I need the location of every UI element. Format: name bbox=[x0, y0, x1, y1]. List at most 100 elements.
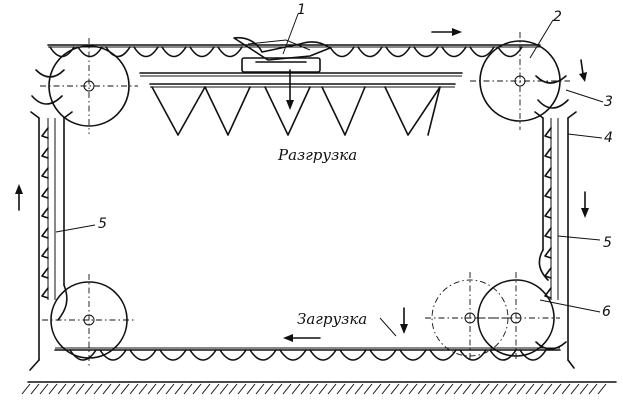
callout-6: 6 bbox=[602, 304, 611, 320]
ground-hatch bbox=[426, 383, 436, 395]
bucket bbox=[189, 349, 217, 361]
bucket bbox=[189, 46, 215, 58]
ground-hatch bbox=[534, 383, 544, 395]
ground-hatch bbox=[372, 383, 382, 395]
bucket bbox=[544, 147, 552, 159]
ground-hatch bbox=[138, 383, 148, 395]
bucket bbox=[41, 267, 49, 279]
bucket bbox=[544, 127, 552, 139]
bucket bbox=[105, 46, 131, 58]
ground-hatch bbox=[453, 383, 463, 395]
right-buckets bbox=[535, 75, 569, 350]
ground-hatch bbox=[552, 383, 562, 395]
bucket bbox=[41, 247, 49, 259]
bucket bbox=[77, 46, 103, 58]
sprocket-top-left bbox=[40, 38, 138, 134]
ground-hatch bbox=[498, 383, 508, 395]
ground-hatch bbox=[66, 383, 76, 395]
sprocket-bottom-right bbox=[475, 272, 560, 362]
bucket bbox=[279, 349, 307, 361]
ground-hatch bbox=[579, 383, 589, 395]
bucket bbox=[339, 349, 367, 361]
ground-hatch bbox=[273, 383, 283, 395]
ground-hatch bbox=[264, 383, 274, 395]
ground-hatch bbox=[291, 383, 301, 395]
callout-5-right: 5 bbox=[603, 235, 612, 251]
ground-hatch bbox=[471, 383, 481, 395]
ground-hatch bbox=[165, 383, 175, 395]
bucket bbox=[41, 167, 49, 179]
bucket bbox=[441, 46, 467, 58]
unloading-label: Разгрузка bbox=[277, 146, 357, 164]
tipping-carriage bbox=[233, 36, 331, 73]
bucket bbox=[535, 341, 567, 350]
bucket bbox=[129, 349, 157, 361]
ground-hatch bbox=[219, 383, 229, 395]
ground-hatch bbox=[561, 383, 571, 395]
bottom-chain bbox=[54, 347, 561, 351]
arrow-unloading-down bbox=[286, 69, 294, 110]
ground-hatch bbox=[129, 383, 139, 395]
ground-hatch bbox=[21, 383, 31, 395]
ground-hatch bbox=[435, 383, 445, 395]
bucket bbox=[49, 46, 75, 58]
sprocket-top-right bbox=[470, 32, 570, 130]
bucket bbox=[41, 227, 49, 239]
bucket bbox=[69, 349, 97, 361]
bucket bbox=[413, 46, 439, 58]
bucket bbox=[544, 167, 552, 179]
arrow-right-top bbox=[579, 59, 587, 82]
bucket bbox=[41, 127, 49, 139]
bucket bbox=[309, 349, 337, 361]
bucket bbox=[31, 95, 63, 105]
ground-hatch bbox=[345, 383, 355, 395]
bottom-buckets bbox=[69, 349, 547, 361]
ground-hatch bbox=[408, 383, 418, 395]
arrow-loading-down bbox=[400, 307, 408, 334]
bucket bbox=[535, 75, 567, 84]
bucket bbox=[219, 349, 247, 361]
ground-hatch bbox=[489, 383, 499, 395]
ground-hatch bbox=[210, 383, 220, 395]
bucket bbox=[399, 349, 427, 361]
ground-hatch bbox=[597, 383, 607, 395]
ground-hatch bbox=[57, 383, 67, 395]
ground-hatch bbox=[336, 383, 346, 395]
bucket bbox=[41, 187, 49, 199]
ground-hatch bbox=[516, 383, 526, 395]
bucket bbox=[161, 46, 187, 58]
callout-1: 1 bbox=[297, 2, 306, 18]
ground-hatch bbox=[462, 383, 472, 395]
bucket bbox=[369, 349, 397, 361]
bucket bbox=[41, 287, 49, 299]
ground-hatch bbox=[48, 383, 58, 395]
bucket bbox=[489, 349, 517, 361]
callout-5-left: 5 bbox=[98, 216, 107, 232]
ground-hatch bbox=[381, 383, 391, 395]
ground-hatch bbox=[75, 383, 85, 395]
ground-hatch bbox=[192, 383, 202, 395]
leader-lines bbox=[55, 13, 604, 337]
bucket bbox=[469, 46, 495, 58]
bucket bbox=[217, 46, 243, 58]
callout-2: 2 bbox=[553, 9, 562, 25]
bucket bbox=[544, 267, 552, 279]
ground-hatch bbox=[480, 383, 490, 395]
ground-hatch bbox=[147, 383, 157, 395]
bucket bbox=[385, 46, 411, 58]
callout-3: 3 bbox=[604, 94, 613, 110]
arrow-right-down bbox=[581, 191, 589, 218]
ground-hatch bbox=[174, 383, 184, 395]
ground-hatch bbox=[183, 383, 193, 395]
bucket bbox=[249, 349, 277, 361]
ground-hatch bbox=[93, 383, 103, 395]
arrow-top-direction bbox=[431, 28, 462, 36]
ground-hatch bbox=[228, 383, 238, 395]
bucket bbox=[429, 349, 457, 361]
sprocket-bottom-left bbox=[42, 274, 136, 366]
ground-hatch bbox=[390, 383, 400, 395]
ground-hatch bbox=[156, 383, 166, 395]
bucket bbox=[133, 46, 159, 58]
